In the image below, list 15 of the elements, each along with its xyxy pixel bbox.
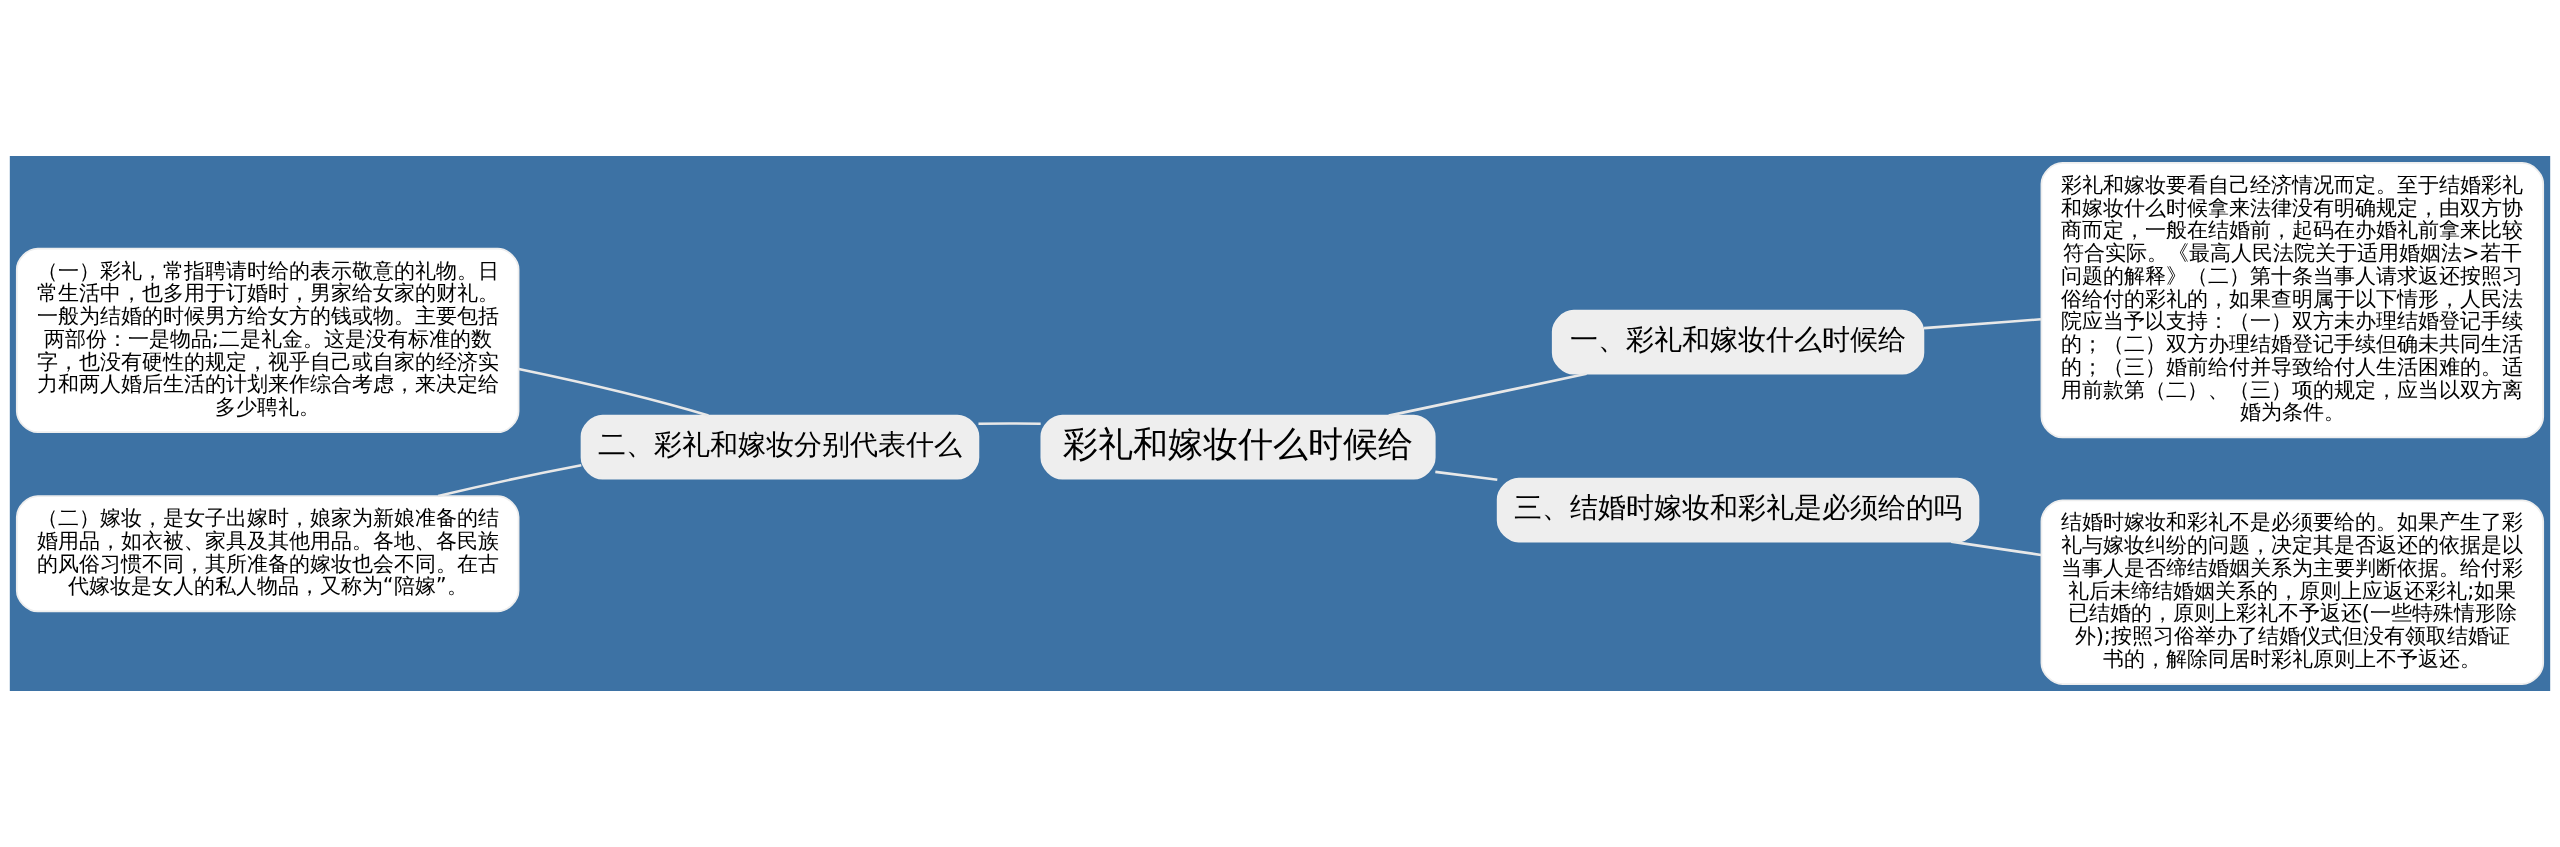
connector [978, 422, 1041, 425]
node-box: 三、结婚时嫁妆和彩礼是必须给的吗 [1496, 477, 1980, 543]
connector [518, 367, 709, 417]
connector [1951, 540, 2042, 557]
node-box: 彩礼和嫁妆要看自己经济情况而定。至于结婚彩礼和嫁妆什么时候拿来法律没有明确规定，由双方协商而定，一般在结婚前，起码在办婚礼前拿来比较符合实际。《最高人民法院关于适用婚姻法>若干问题的解释》（二）第十条当事人请求返还按照习俗给付的彩礼的，如果查明属于以下情形，人民法院应当予以支持：（一）双方未办理结婚登记手续的；（二）双方办理结婚登记手续但确未共同生活的；（三）婚前给付并导致给付人生活困难的。适用前款第（二）、（三）项的规定，应当以双方离婚为条件。 [2040, 162, 2545, 439]
node-box: 一、彩礼和嫁妆什么时候给 [1551, 309, 1925, 375]
node-box: 彩礼和嫁妆什么时候给 [1040, 414, 1436, 480]
node-box: 结婚时嫁妆和彩礼不是必须要给的。如果产生了彩礼与嫁妆纠纷的问题，决定其是否返还的依据是以当事人是否缔结婚姻关系为主要判断依据。给付彩礼后未缔结婚姻关系的，原则上应返还彩礼;如果已结婚的，原则上彩礼不予返还(一些特殊情形除外);按照习俗举办了结婚仪式但没有领取结婚证书的，解除同居时彩礼原则上不予返还。 [2040, 499, 2545, 685]
connector [437, 464, 582, 498]
node-box: （一）彩礼，常指聘请时给的表示敬意的礼物。日常生活中，也多用于订婚时，男家给女家的财礼。一般为结婚的时候男方给女方的钱或物。主要包括两部份：一是物品;二是礼金。这是没有标准的数字，也没有硬性的规定，视乎自己或自家的经济实力和两人婚后生活的计划来作综合考虑，来决定给多少聘礼。 [15, 247, 520, 434]
connector [1388, 372, 1587, 417]
node-box: （二）嫁妆，是女子出嫁时，娘家为新娘准备的结婚用品，如衣被、家具及其他用品。各地、各民族的风俗习惯不同，其所准备的嫁妆也会不同。在古代嫁妆是女人的私人物品，又称为“陪嫁”。 [15, 495, 520, 613]
node-box: 二、彩礼和嫁妆分别代表什么 [580, 414, 980, 480]
connector [1435, 470, 1498, 482]
connector [1923, 317, 2041, 330]
